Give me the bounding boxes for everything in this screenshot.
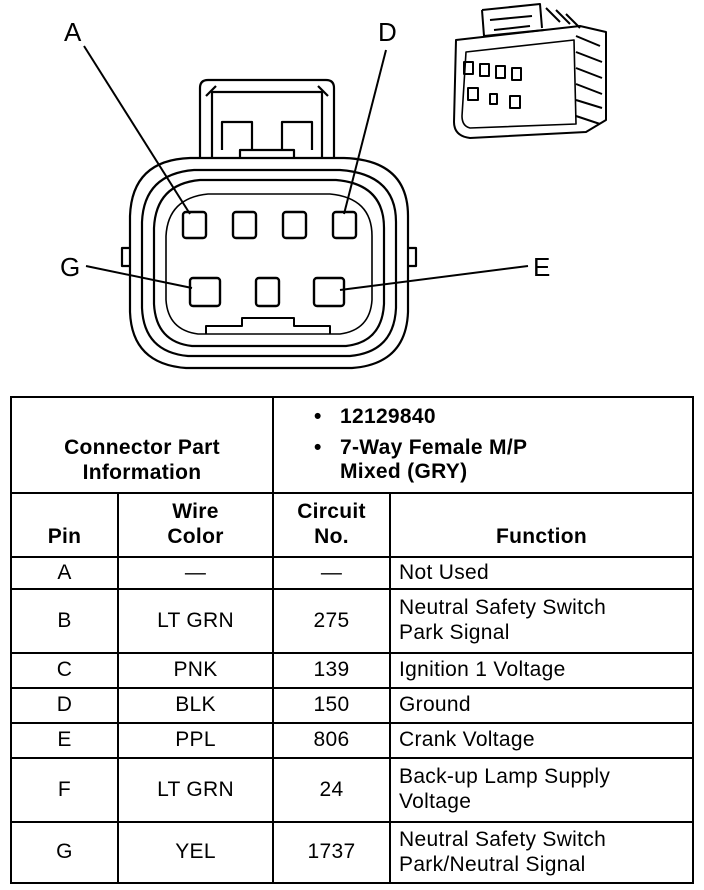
wire-color-cell: LT GRN <box>116 588 275 654</box>
column-header-pin: Pin <box>10 492 119 558</box>
pin-cell: F <box>10 757 119 823</box>
table-row: A——Not Used <box>10 556 695 590</box>
circuit-cell: — <box>272 556 392 590</box>
wire-color-cell: PPL <box>116 722 275 759</box>
wire-color-cell: YEL <box>116 821 275 884</box>
pin-cell: E <box>10 722 119 759</box>
wire-color-cell: — <box>116 556 275 590</box>
circuit-cell: 24 <box>272 757 392 823</box>
bullet-icon: • <box>314 404 322 428</box>
circuit-cell: 139 <box>272 652 392 689</box>
function-cell: Ignition 1 Voltage <box>389 652 695 689</box>
cavity-f <box>254 276 281 308</box>
function-line: Ignition 1 Voltage <box>399 658 566 682</box>
connector-face <box>120 156 418 370</box>
cavity-e <box>312 276 346 308</box>
circuit-cell: 806 <box>272 722 392 759</box>
connector-description-line: Mixed (GRY) <box>340 460 468 484</box>
connector-pinout-table: Connector Part Information • 12129840 • … <box>9 396 695 884</box>
part-info-label-line: Connector Part <box>64 436 220 460</box>
connector-latch <box>198 78 336 158</box>
connector-description: • 7-Way Female M/P Mixed (GRY) <box>314 436 684 486</box>
wire-color-cell: LT GRN <box>116 757 275 823</box>
cavity-g <box>188 276 222 308</box>
function-line: Voltage <box>399 790 472 813</box>
pin-label-a: A <box>64 17 82 47</box>
part-number: • 12129840 <box>314 405 684 430</box>
function-cell: Crank Voltage <box>389 722 695 759</box>
column-header-line: Circuit <box>297 500 366 524</box>
wire-color-cell: PNK <box>116 652 275 689</box>
function-line: Crank Voltage <box>399 728 535 752</box>
column-header-line: No. <box>314 525 349 549</box>
pin-cell: C <box>10 652 119 689</box>
column-header-line: Wire <box>172 500 219 524</box>
circuit-cell: 275 <box>272 588 392 654</box>
connector-diagram: A D G E <box>60 3 607 370</box>
circuit-cell: 150 <box>272 687 392 724</box>
part-info-label: Connector Part Information <box>9 396 275 494</box>
column-header-circuit: Circuit No. <box>272 492 392 558</box>
cavity-a <box>181 210 208 240</box>
function-line: Ground <box>399 693 471 717</box>
circuit-cell: 1737 <box>272 821 392 884</box>
connector-description-text: 7-Way Female M/P Mixed (GRY) <box>340 436 527 486</box>
part-number-text: 12129840 <box>340 404 436 428</box>
pin-cell: D <box>10 687 119 724</box>
pin-label-e: E <box>533 252 550 282</box>
cavity-c <box>281 210 308 240</box>
pin-label-d: D <box>378 17 397 47</box>
function-cell: Ground <box>389 687 695 724</box>
cavity-d <box>331 210 358 240</box>
function-line: Neutral Safety Switch <box>399 827 607 851</box>
column-header-function: Function <box>389 492 695 558</box>
part-info-label-line: Information <box>82 461 202 485</box>
function-line: Park Signal <box>399 621 510 644</box>
function-line: Park/Neutral Signal <box>399 852 586 876</box>
pin-cell: G <box>10 821 119 884</box>
pin-cavities <box>181 210 358 308</box>
connector-isometric-view <box>453 3 607 139</box>
part-info-values: • 12129840 • 7-Way Female M/P Mixed (GRY… <box>272 396 695 494</box>
leader-lines <box>83 45 529 291</box>
column-header-wire-color: Wire Color <box>116 492 275 558</box>
function-line: Not Used <box>399 560 489 584</box>
connector-description-line: 7-Way Female M/P <box>340 435 528 459</box>
pin-label-g: G <box>60 252 80 282</box>
column-header-row: Pin Wire Color Circuit No. Function <box>10 492 695 558</box>
column-header-line: Color <box>167 525 224 549</box>
function-line: Neutral Safety Switch <box>399 596 607 620</box>
wire-color-cell: BLK <box>116 687 275 724</box>
function-cell: Not Used <box>389 556 695 590</box>
pin-cell: A <box>10 556 119 590</box>
cavity-b <box>231 210 258 240</box>
bullet-icon: • <box>314 435 322 459</box>
part-info-row: Connector Part Information • 12129840 • … <box>9 396 695 494</box>
pin-cell: B <box>10 588 119 654</box>
function-line: Back-up Lamp Supply <box>399 765 611 789</box>
